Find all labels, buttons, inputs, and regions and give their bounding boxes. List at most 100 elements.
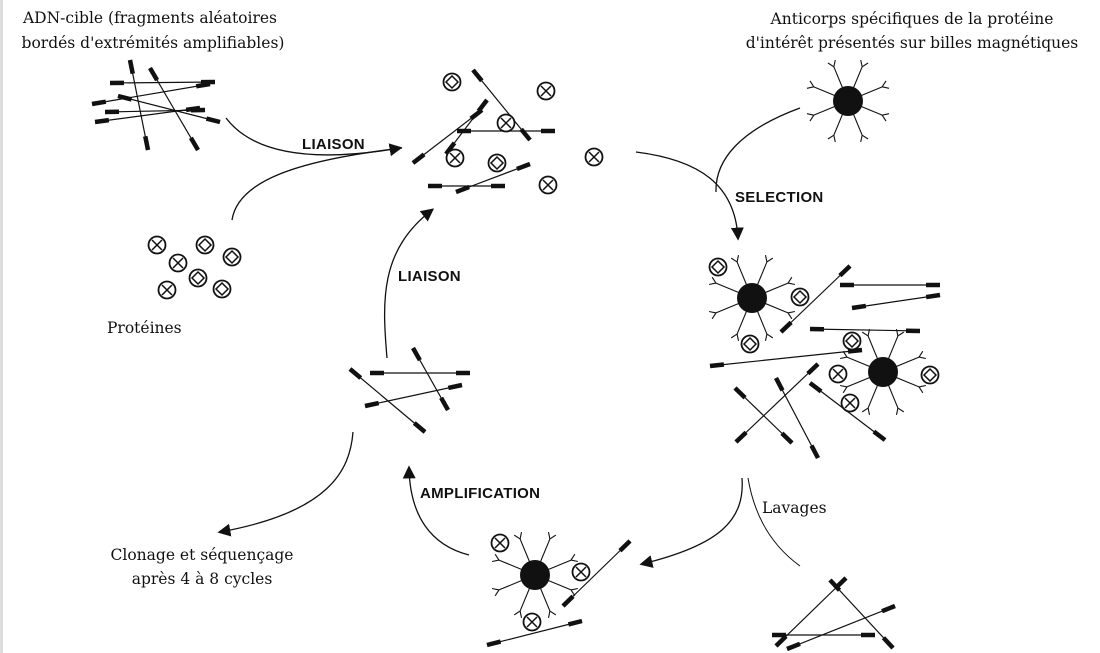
arrow-antibodies-to-selection — [715, 107, 801, 193]
dna-strand — [780, 265, 851, 333]
antibody-arm — [492, 559, 500, 563]
antibody-arm — [709, 310, 717, 314]
protein-mark — [190, 270, 206, 286]
arrow-selection-to-washes — [747, 477, 801, 567]
antibody-arm — [513, 610, 521, 616]
protein-mark — [526, 616, 538, 628]
antibody-arm — [494, 589, 500, 597]
target-dna-label-line1: ADN-cible (fragments aléatoires — [22, 9, 277, 27]
dna-strand — [472, 69, 531, 141]
antibody-arm — [860, 135, 863, 143]
dna-end — [733, 386, 747, 400]
antibody-arm — [494, 553, 500, 561]
dna-strand — [562, 540, 631, 607]
protein-icon — [442, 72, 462, 92]
antibody-arm — [840, 384, 848, 388]
antibody-arm — [787, 310, 795, 314]
antibody-arm — [492, 587, 500, 591]
dna-end — [851, 303, 867, 311]
step-binding-left: LIAISON — [398, 268, 461, 285]
dna-end — [806, 362, 820, 376]
step-binding-top: LIAISON — [302, 136, 365, 153]
protein-mark — [844, 333, 860, 349]
antibody-arm — [787, 276, 793, 284]
antibody-arm — [860, 59, 863, 67]
protein-icon — [212, 279, 232, 299]
dna-strand — [364, 384, 463, 407]
antibody-arm — [570, 553, 576, 561]
protein-mark — [792, 289, 808, 305]
dna-strand — [775, 377, 819, 459]
dna-end — [94, 117, 110, 125]
washes-label: Lavages — [762, 499, 827, 517]
antibodies-label-line1: Anticorps spécifiques de la protéine — [770, 10, 1054, 28]
dna-end — [447, 382, 463, 391]
washed-dna — [772, 576, 896, 652]
dna-end — [143, 135, 151, 151]
protein-mark — [500, 117, 512, 129]
antibody-arm — [861, 62, 869, 68]
dna-end — [881, 603, 896, 614]
dna-strand — [709, 349, 863, 367]
dna-end — [709, 362, 725, 369]
proteins-pool — [147, 235, 242, 300]
antibody-arm — [711, 276, 717, 284]
step-amplification: AMPLIFICATION — [420, 485, 540, 502]
binding-mixture — [411, 68, 604, 195]
antibodies-label-line2: d'intérêt présentés sur billes magnétiqu… — [746, 34, 1079, 52]
antibody-arm — [549, 534, 557, 540]
dna-end — [786, 641, 801, 652]
dna-end — [809, 444, 820, 460]
protein-icon — [188, 268, 208, 288]
antibody-arm — [787, 312, 793, 320]
dna-end — [127, 59, 135, 75]
arrow-rebinding — [383, 208, 435, 359]
protein-icon — [842, 331, 862, 351]
antibody-arm — [549, 610, 557, 616]
antibody-arm — [730, 257, 738, 263]
dna-strand — [809, 382, 886, 441]
antibody-arm — [881, 114, 887, 122]
amplified-dna-pool — [348, 346, 470, 434]
protein-icon — [920, 365, 940, 385]
antibody-arm — [519, 532, 523, 540]
protein-icon — [222, 247, 242, 267]
dna-strand — [786, 605, 896, 650]
dna-end — [847, 347, 863, 354]
dna-end — [780, 431, 794, 445]
dna-strand — [349, 368, 426, 433]
protein-mark — [214, 281, 230, 297]
dna-end — [734, 430, 748, 444]
dna-end — [779, 320, 793, 334]
antibody-arm — [895, 407, 899, 415]
protein-mark — [588, 151, 600, 163]
antibody-arm — [764, 255, 768, 263]
dna-strand — [486, 620, 583, 646]
antibody-arm — [827, 62, 835, 68]
dna-strand — [104, 109, 206, 113]
antibody-arm — [570, 587, 578, 591]
dna-end — [567, 618, 583, 627]
dna-end — [808, 381, 823, 394]
antibody-arm — [766, 257, 774, 263]
dna-end — [148, 66, 160, 82]
antibody-arm — [881, 80, 887, 88]
dna-end — [774, 376, 785, 392]
dna-end — [774, 634, 788, 648]
dna-strand — [775, 577, 847, 647]
antibody-arm — [736, 255, 740, 263]
protein-mark — [197, 237, 213, 253]
antibody-arm — [918, 384, 926, 388]
selection-complex — [708, 255, 941, 460]
antibody-arm — [861, 134, 869, 140]
antibody-arm — [764, 333, 768, 341]
protein-mark — [575, 566, 587, 578]
antibody-arm — [867, 407, 871, 415]
antibody-arm — [842, 350, 848, 358]
protein-mark — [922, 367, 938, 383]
dna-end — [439, 396, 450, 412]
retained-complex — [486, 532, 632, 648]
arrow-amplification — [402, 465, 470, 556]
free-antibody-bead — [806, 59, 890, 143]
